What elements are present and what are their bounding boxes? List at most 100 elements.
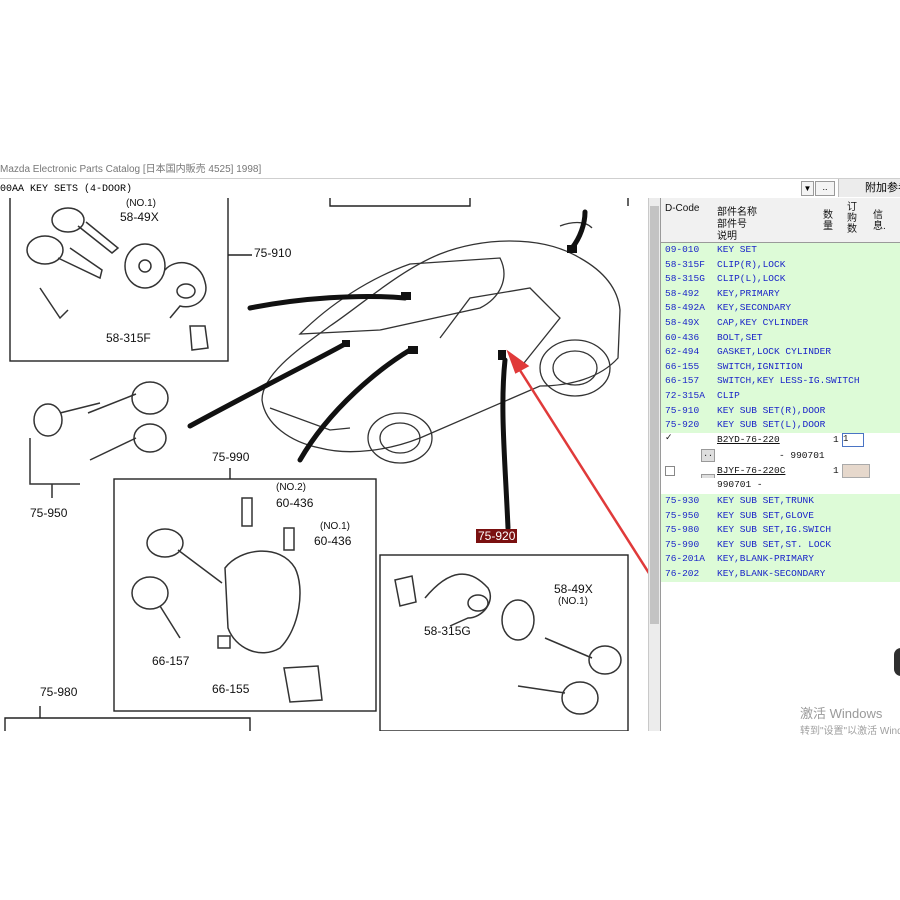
toolbar: 00AA KEY SETS (4-DOOR) ▼ .. 附加参考 xyxy=(0,178,900,200)
box-75-910 xyxy=(9,198,229,362)
label-75-910[interactable]: 75-910 xyxy=(254,246,292,260)
part-description: CLIP(L),LOCK xyxy=(717,273,786,285)
label-58-49x-bottom[interactable]: 58-49X xyxy=(554,582,593,596)
order-qty-input[interactable]: 1 xyxy=(842,433,864,447)
scrollbar-thumb[interactable] xyxy=(650,206,659,624)
part-dcode[interactable]: 75-950 xyxy=(665,509,700,521)
parts-row[interactable]: 75-990 KEY SUB SET,ST. LOCK xyxy=(661,537,900,553)
label-58-315g[interactable]: 58-315G xyxy=(424,624,471,638)
label-66-155[interactable]: 66-155 xyxy=(212,682,250,696)
part-dcode[interactable]: 66-155 xyxy=(665,360,700,372)
box-75-920 xyxy=(379,554,629,731)
section-combobox[interactable]: 00AA KEY SETS (4-DOOR) xyxy=(0,181,812,196)
parts-row[interactable]: 75-980 KEY SUB SET,IG.SWICH xyxy=(661,523,900,538)
part-description: SWITCH,IGNITION xyxy=(717,360,803,372)
label-no1-bottom: (NO.1) xyxy=(558,596,588,607)
chevron-down-icon[interactable]: ▼ xyxy=(801,181,814,196)
part-description: SWITCH,KEY LESS-IG.SWITCH xyxy=(717,375,860,387)
part-description: KEY,BLANK-SECONDARY xyxy=(717,568,826,579)
part-dcode[interactable]: 58-49X xyxy=(665,317,700,328)
parts-row[interactable]: 60-436 BOLT,SET xyxy=(661,330,900,346)
part-dcode[interactable]: 66-157 xyxy=(665,375,700,387)
part-dcode[interactable]: 60-436 xyxy=(665,331,700,343)
part-dcode[interactable]: 75-910 xyxy=(665,404,700,416)
part-description: CAP,KEY CYLINDER xyxy=(717,317,809,328)
part-dcode[interactable]: 58-492A xyxy=(665,302,705,314)
col-header-name[interactable]: 部件名称 xyxy=(717,207,757,218)
label-75-920-highlighted[interactable]: 75-920 xyxy=(476,529,518,543)
label-75-980[interactable]: 75-980 xyxy=(40,685,78,699)
floating-control-handle[interactable] xyxy=(894,648,900,676)
parts-row[interactable]: 58-315F CLIP(R),LOCK xyxy=(661,257,900,273)
part-description: KEY SUB SET,ST. LOCK xyxy=(717,538,832,550)
col-header-dcode[interactable]: D-Code xyxy=(665,203,700,214)
parts-diagram[interactable]: (NO.1) 58-49X 75-910 58-315F 75-950 75-9… xyxy=(0,198,648,731)
parts-row[interactable]: 75-910 KEY SUB SET(R),DOOR xyxy=(661,403,900,419)
part-description: KEY SUB SET,IG.SWICH xyxy=(717,524,832,536)
col-header-partno[interactable]: 部件号 xyxy=(717,219,747,230)
sub-partno[interactable]: B2YD-76-220 xyxy=(717,434,780,445)
parts-row[interactable]: 62-494 GASKET,LOCK CYLINDER xyxy=(661,345,900,360)
parts-row[interactable]: 66-155 SWITCH,IGNITION xyxy=(661,359,900,375)
part-description: KEY SUB SET,GLOVE xyxy=(717,509,814,521)
parts-list-header: D-Code 部件名称 部件号 说明 数量 订购数 信息. xyxy=(661,198,900,243)
part-dcode[interactable]: 76-202 xyxy=(665,568,700,579)
part-description: GASKET,LOCK CYLINDER xyxy=(717,346,832,358)
part-dcode[interactable]: 58-492 xyxy=(665,287,700,299)
part-description: CLIP(R),LOCK xyxy=(717,258,786,270)
checkbox-unchecked[interactable] xyxy=(665,466,675,476)
part-dcode[interactable]: 62-494 xyxy=(665,346,700,358)
part-dcode[interactable]: 58-315F xyxy=(665,258,705,270)
part-dcode[interactable]: 76-201A xyxy=(665,553,705,565)
browse-button[interactable]: .. xyxy=(815,181,835,196)
sub-qty: 1 xyxy=(833,465,839,476)
parts-row[interactable]: 75-950 KEY SUB SET,GLOVE xyxy=(661,508,900,524)
label-75-990[interactable]: 75-990 xyxy=(212,450,250,464)
part-dcode[interactable]: 09-010 xyxy=(665,244,700,255)
section-heading: 00AA KEY SETS (4-DOOR) xyxy=(0,184,133,195)
label-60-436-b[interactable]: 60-436 xyxy=(314,534,352,548)
label-no2: (NO.2) xyxy=(276,482,306,493)
parts-row[interactable]: 76-201A KEY,BLANK-PRIMARY xyxy=(661,552,900,567)
part-dcode[interactable]: 58-315G xyxy=(665,273,705,285)
checkbox-checked[interactable]: ✓ xyxy=(665,433,673,443)
label-66-157[interactable]: 66-157 xyxy=(152,654,190,668)
part-dcode[interactable]: 75-980 xyxy=(665,524,700,536)
part-description: KEY SUB SET(R),DOOR xyxy=(717,404,826,416)
col-header-info[interactable]: 信息. xyxy=(873,210,886,232)
part-dcode[interactable]: 75-990 xyxy=(665,538,700,550)
label-60-436-a[interactable]: 60-436 xyxy=(276,496,314,510)
activate-windows-hint: 转到"设置"以激活 Windows xyxy=(800,726,900,737)
part-dcode[interactable]: 72-315A xyxy=(665,390,705,401)
label-58-49x-top[interactable]: 58-49X xyxy=(120,210,159,224)
box-75-990 xyxy=(113,478,377,712)
parts-row[interactable]: 58-49X CAP,KEY CYLINDER xyxy=(661,316,900,331)
parts-row[interactable]: 66-157 SWITCH,KEY LESS-IG.SWITCH xyxy=(661,374,900,389)
part-description: BOLT,SET xyxy=(717,331,763,343)
col-header-qty[interactable]: 数量 xyxy=(823,210,833,232)
diagram-scrollbar[interactable] xyxy=(648,198,660,731)
parts-row[interactable]: 58-315G CLIP(L),LOCK xyxy=(661,272,900,287)
sub-item-row[interactable]: ✓ B2YD-76-220 1 1 xyxy=(661,433,900,449)
sub-partno[interactable]: BJYF-76-220C xyxy=(717,465,786,476)
part-dcode[interactable]: 75-930 xyxy=(665,495,700,506)
parts-row[interactable]: 76-202 KEY,BLANK-SECONDARY xyxy=(661,567,900,582)
label-75-950[interactable]: 75-950 xyxy=(30,506,68,520)
window-title: Mazda Electronic Parts Catalog [日本国内販売 4… xyxy=(0,164,262,175)
part-description: KEY,BLANK-PRIMARY xyxy=(717,553,814,565)
sub-detail-button[interactable]: .. xyxy=(701,449,715,462)
col-header-order[interactable]: 订购数 xyxy=(847,202,857,235)
tab-additional-reference[interactable]: 附加参考 xyxy=(838,179,900,197)
label-58-315f[interactable]: 58-315F xyxy=(106,331,151,345)
label-no1-mid: (NO.1) xyxy=(320,521,350,532)
part-dcode[interactable]: 75-920 xyxy=(665,419,700,431)
sub-qty: 1 xyxy=(833,434,839,445)
col-header-note[interactable]: 说明 xyxy=(717,231,737,242)
order-qty-input[interactable] xyxy=(842,464,870,478)
